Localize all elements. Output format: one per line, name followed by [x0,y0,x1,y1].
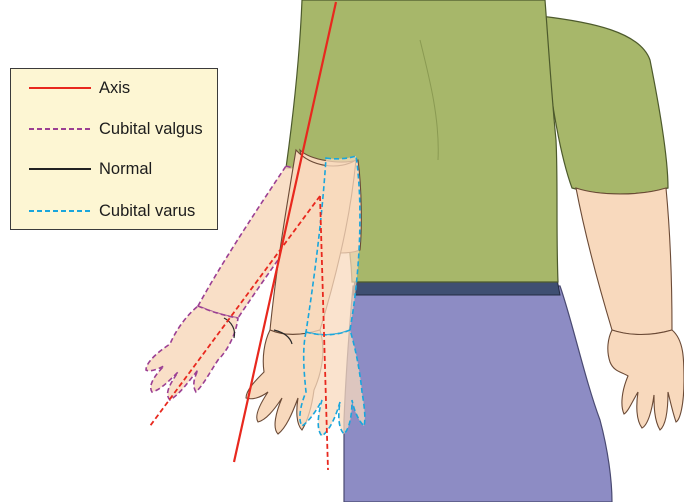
legend-label-normal: Normal [99,160,152,179]
legend-swatch-axis [29,82,91,94]
legend-swatch-cubital-valgus [29,123,91,135]
legend-label-cubital-varus: Cubital varus [99,202,195,221]
right-hand [608,330,684,430]
legend: Axis Cubital valgus Normal Cubital varus [10,68,218,230]
right-sleeve [540,16,668,194]
legend-label-axis: Axis [99,79,130,98]
legend-item-axis: Axis [11,75,217,101]
legend-swatch-normal [29,163,91,175]
right-forearm [576,188,672,335]
valgus-hand [146,306,238,400]
legend-item-cubital-varus: Cubital varus [11,198,217,224]
legend-label-cubital-valgus: Cubital valgus [99,120,203,139]
legend-item-cubital-valgus: Cubital valgus [11,116,217,142]
legend-swatch-cubital-varus [29,205,91,217]
pants [344,286,612,502]
legend-item-normal: Normal [11,156,217,182]
